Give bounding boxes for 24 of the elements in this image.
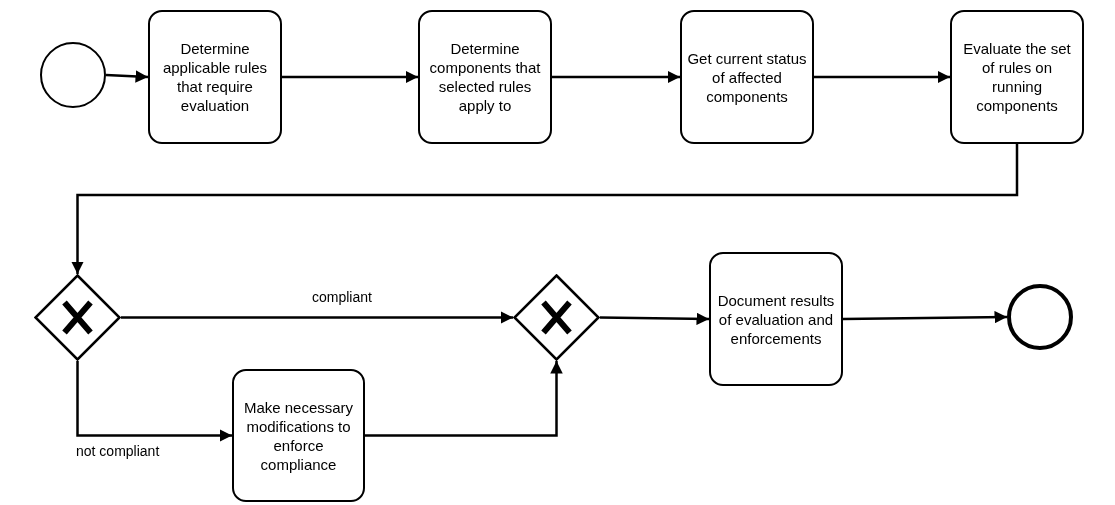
task-box [950, 10, 1084, 144]
arrow [843, 310, 1007, 324]
task-box [709, 252, 843, 386]
task-box [232, 369, 365, 502]
arrow [76, 361, 232, 442]
task-box [148, 10, 282, 144]
arrow [282, 70, 418, 84]
arrow [814, 70, 950, 84]
task-label: Determine components that selected rules apply to [428, 39, 542, 115]
arrow [105, 70, 149, 83]
task-label: Make necessary modifications to enforce compliance [242, 397, 355, 474]
task-box [680, 10, 814, 144]
task-box [418, 10, 552, 144]
arrow [121, 311, 513, 324]
task-label: Get current status of affected components [686, 48, 808, 106]
edge-label: compliant [310, 289, 374, 305]
task-label: Evaluate the set of rules on running components [962, 39, 1072, 115]
arrow [552, 70, 680, 84]
task-label: Document results of evaluation and enforcements [716, 290, 836, 348]
task-label: Determine applicable rules that require evaluation [161, 39, 269, 115]
arrow [600, 312, 709, 326]
arrow [365, 361, 563, 437]
edge-label: not compliant [74, 443, 162, 459]
arrow [71, 144, 1019, 274]
